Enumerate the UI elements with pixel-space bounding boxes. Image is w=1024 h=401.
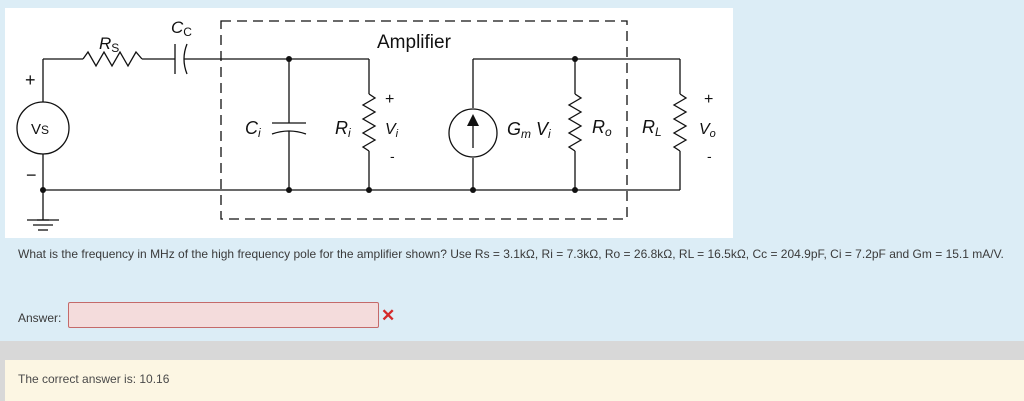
vi-label: Vi (385, 121, 399, 140)
ri-resistor (361, 93, 377, 152)
vs-label: VS (31, 121, 49, 138)
answer-input[interactable] (68, 302, 379, 328)
vi-plus: + (385, 91, 394, 108)
source-plus: + (25, 70, 36, 90)
vo-label: Vo (699, 121, 716, 140)
amplifier-box (220, 20, 628, 220)
ro-resistor (567, 93, 583, 152)
source-minus: − (26, 165, 37, 185)
rl-resistor (672, 93, 688, 152)
current-source-symbol (448, 108, 498, 158)
vo-minus: - (707, 148, 712, 164)
vi-minus: - (390, 148, 395, 164)
question-text: What is the frequency in MHz of the high… (18, 247, 1004, 261)
cc-label: CC (171, 18, 192, 39)
ro-label: Ro (592, 117, 612, 139)
answer-label: Answer: (18, 311, 62, 325)
circuit-diagram: Amplifier RS CC VS + − Ci Ri + Vi - Gm V… (5, 8, 733, 238)
amplifier-title: Amplifier (377, 32, 452, 53)
question-panel: Amplifier RS CC VS + − Ci Ri + Vi - Gm V… (0, 0, 1024, 341)
current-arrow-icon (467, 114, 479, 126)
ri-label: Ri (335, 118, 351, 140)
rs-resistor (82, 50, 143, 68)
incorrect-x-icon: ✕ (381, 306, 396, 325)
vo-plus: + (704, 91, 713, 108)
feedback-panel: The correct answer is: 10.16 (5, 360, 1024, 401)
gm-vi-label: Gm Vi (507, 119, 551, 141)
rs-label: RS (99, 34, 119, 55)
rl-label: RL (642, 117, 662, 139)
ci-label: Ci (245, 118, 261, 140)
correct-answer-text: The correct answer is: 10.16 (18, 372, 170, 386)
